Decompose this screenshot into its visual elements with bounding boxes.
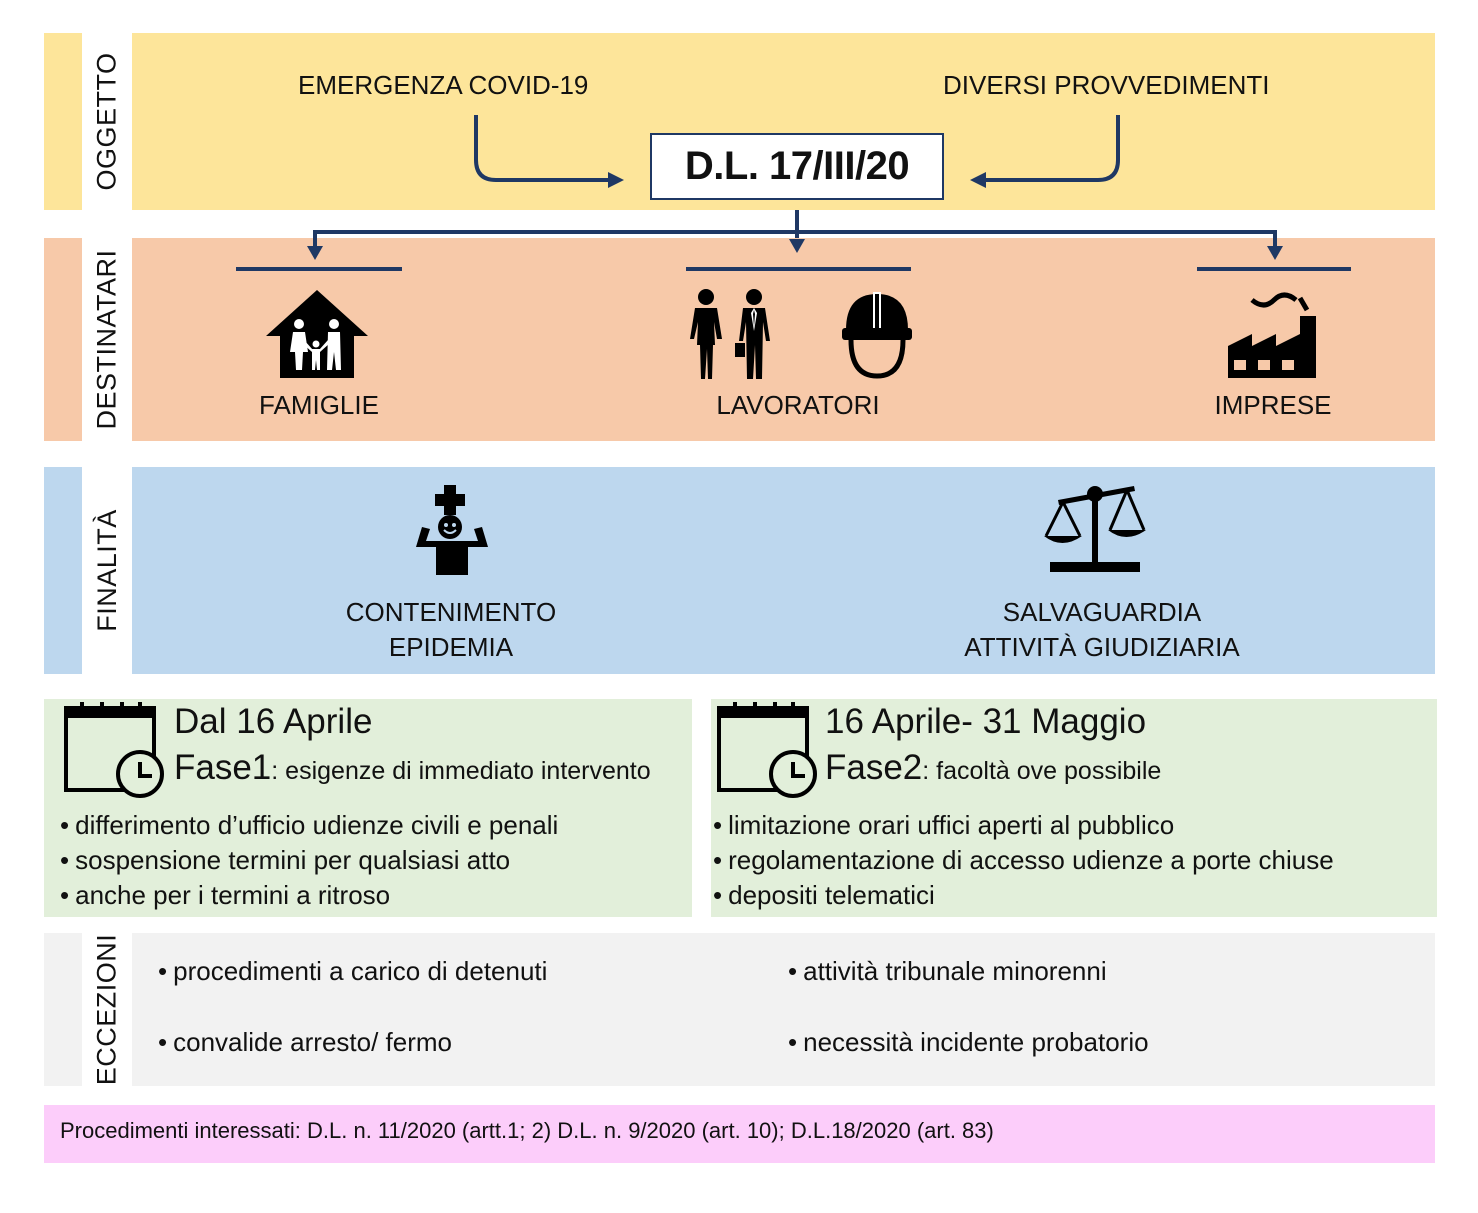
lavoratori-label: LAVORATORI (716, 390, 880, 420)
contenimento-line2: EPIDEMIA (388, 632, 514, 662)
fase2-title: 16 Aprile- 31 Maggio (825, 702, 1147, 741)
destinatari-tab (44, 238, 82, 441)
salvaguardia-line2: ATTIVITÀ GIUDIZIARIA (964, 632, 1240, 662)
hard-hat-icon (842, 292, 912, 379)
finalita-row-label: FINALITÀ (82, 467, 132, 674)
eccezioni-tab (44, 933, 82, 1086)
house-family-icon (266, 290, 368, 378)
dl-box: D.L. 17/III/20 (650, 133, 944, 200)
footer-text: Procedimenti interessati: D.L. n. 11/202… (60, 1118, 994, 1143)
fase2-desc: : facoltà ove possibile (922, 757, 1162, 785)
fase2-name: Fase2 (825, 748, 923, 787)
oggetto-tab (44, 33, 82, 210)
fase1-name: Fase1 (174, 748, 272, 787)
list-item: limitazione orari uffici aperti al pubbl… (713, 808, 1334, 843)
fase1-bullets: differimento d’ufficio udienze civili e … (60, 808, 558, 913)
fase1-subtitle: Fase1: esigenze di immediato intervento (174, 748, 651, 788)
emergenza-label: EMERGENZA COVID-19 (298, 70, 589, 100)
contenimento-line1: CONTENIMENTO (345, 597, 557, 627)
footer-band (44, 1105, 1435, 1163)
eccezione-item: attività tribunale minorenni (788, 956, 1107, 987)
list-item: sospensione termini per qualsiasi atto (60, 843, 558, 878)
eccezioni-label-text: ECCEZIONI (91, 933, 122, 1086)
eccezioni-row-label: ECCEZIONI (82, 933, 132, 1086)
finalita-tab (44, 467, 82, 674)
famiglie-label: FAMIGLIE (259, 390, 379, 420)
eccezione-item: necessità incidente probatorio (788, 1027, 1148, 1058)
eccezione-item: convalide arresto/ fermo (158, 1027, 452, 1058)
destinatari-label-text: DESTINATARI (91, 249, 122, 430)
fase1-desc: : esigenze di immediato intervento (271, 757, 651, 785)
destinatari-row-label: DESTINATARI (82, 238, 132, 441)
eccezione-item: procedimenti a carico di detenuti (158, 956, 547, 987)
famiglie-line (236, 267, 402, 271)
fase2-subtitle: Fase2: facoltà ove possibile (825, 748, 1161, 788)
lavoratori-line (686, 267, 911, 271)
imprese-label: IMPRESE (1214, 390, 1332, 420)
scales-icon (1044, 486, 1146, 572)
finalita-label-text: FINALITÀ (91, 509, 122, 632)
salvaguardia-line1: SALVAGUARDIA (1002, 597, 1202, 627)
connector-tails (307, 238, 1283, 260)
list-item: depositi telematici (713, 878, 1334, 913)
fase1-title: Dal 16 Aprile (174, 702, 373, 741)
calendar-clock-icon (717, 702, 817, 798)
business-people-icon (690, 289, 770, 379)
list-item: differimento d’ufficio udienze civili e … (60, 808, 558, 843)
list-item: anche per i termini a ritroso (60, 878, 558, 913)
calendar-clock-icon (64, 702, 164, 798)
fase2-bullets: limitazione orari uffici aperti al pubbl… (713, 808, 1334, 913)
imprese-line (1197, 267, 1351, 271)
finalita-band (132, 467, 1435, 674)
provvedimenti-label: DIVERSI PROVVEDIMENTI (943, 70, 1270, 100)
doctor-cross-icon (416, 485, 488, 575)
factory-icon (1228, 292, 1316, 378)
list-item: regolamentazione di accesso udienze a po… (713, 843, 1334, 878)
connector-arrows (307, 115, 1283, 260)
